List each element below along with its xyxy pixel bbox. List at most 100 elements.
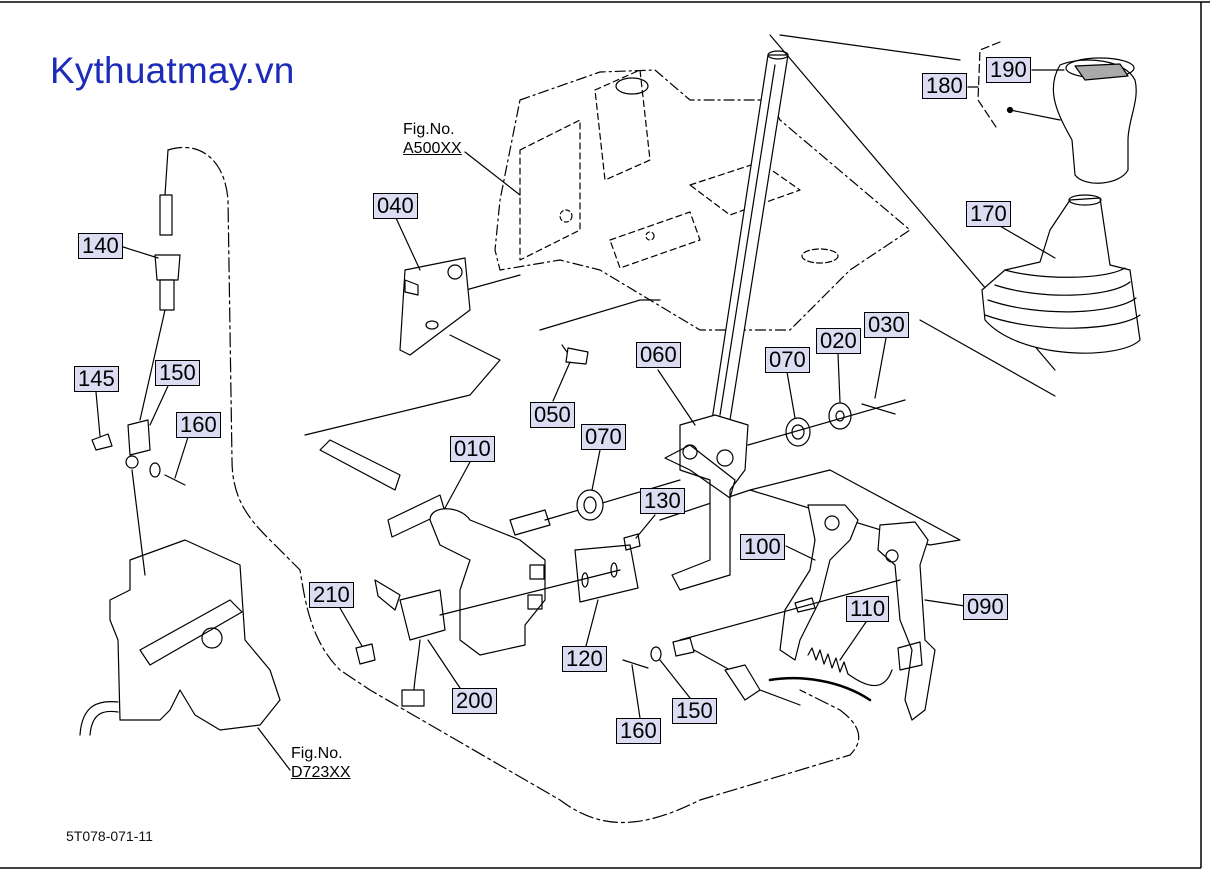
part-label: 070 — [765, 347, 810, 373]
callout-frame-right — [659, 469, 961, 546]
switch-200-wire — [413, 639, 421, 691]
part-label: 145 — [74, 366, 119, 392]
cable-drop-line — [131, 469, 146, 576]
part-label: 170 — [966, 201, 1011, 227]
lever-100 — [779, 504, 859, 661]
watermark-text: Kythuatmay.vn — [50, 50, 295, 91]
figure-ref-top: Fig.No. A500XX — [403, 120, 462, 158]
leader-070-right — [786, 371, 796, 419]
shift-lever-top — [767, 50, 789, 60]
shaft-010-bolt-1 — [529, 564, 545, 580]
panel-slot-2 — [609, 211, 701, 269]
bracket-180 — [977, 41, 1001, 131]
bolt-050 — [565, 347, 589, 365]
panel-body-outline — [494, 69, 911, 331]
panel-hole-small-2 — [645, 231, 655, 241]
part-label: 200 — [452, 688, 497, 714]
leader-170 — [999, 225, 1056, 259]
bracket-040-hole — [447, 264, 463, 280]
axis-line-right — [747, 399, 906, 446]
bushing-070-right — [785, 417, 811, 447]
transmission-pipe — [79, 701, 119, 736]
figure-ref-bottom-line1: Fig.No. — [291, 745, 343, 762]
cable-axis-bottom — [679, 579, 901, 641]
leader-210 — [339, 607, 363, 647]
leader-100 — [785, 545, 816, 561]
spring-110-hook — [847, 669, 893, 687]
washer-020-inner — [835, 410, 845, 422]
panel-slot-1 — [689, 161, 801, 216]
shaft-010-tube — [509, 509, 551, 536]
bolt-210 — [355, 643, 376, 665]
shift-lever-ridge — [719, 64, 776, 416]
bracket-040 — [399, 257, 471, 356]
leader-030 — [874, 337, 887, 399]
leader-010 — [444, 461, 471, 509]
cable-end-150 — [672, 637, 695, 657]
switch-200-axis — [439, 569, 621, 616]
part-label: 050 — [530, 402, 575, 428]
leader-145 — [95, 391, 101, 437]
extension-line-e — [919, 319, 1056, 397]
lever-bracket-pin — [664, 444, 736, 499]
cable-route-line — [167, 146, 860, 823]
transmission-lead — [257, 727, 291, 771]
cable-tube-bottom — [759, 689, 801, 706]
cable-140-sleeve — [159, 194, 173, 236]
switch-200-body — [399, 589, 446, 641]
leader-160-left — [174, 436, 189, 479]
part-label: 180 — [922, 73, 967, 99]
part-label: 160 — [176, 412, 221, 438]
transmission-pipe-2 — [89, 710, 119, 736]
part-label: 010 — [450, 436, 495, 462]
bolt-050-shank — [561, 344, 568, 353]
cable-end-block — [127, 419, 151, 456]
lever-100-hole — [824, 515, 840, 531]
bushing-070-center — [576, 489, 604, 521]
lever-090-hole — [885, 549, 899, 563]
plate-120-slot-2 — [610, 562, 618, 578]
panel-inner-rect — [519, 119, 581, 261]
axis-line-center — [544, 479, 681, 521]
figure-ref-bottom: Fig.No. D723XX — [291, 744, 351, 782]
part-label: 090 — [963, 594, 1008, 620]
part-label: 210 — [309, 582, 354, 608]
part-label: 160 — [616, 718, 661, 744]
leader-050 — [552, 361, 571, 402]
cable-140-collar — [154, 254, 181, 281]
part-label: 060 — [636, 342, 681, 368]
pin-160-left — [164, 474, 186, 486]
shaft-010-bolt-2 — [527, 594, 543, 610]
boot-170-top — [1068, 194, 1102, 206]
leader-070-center — [591, 449, 601, 491]
pin-030 — [861, 403, 896, 415]
leader-040 — [395, 217, 421, 271]
lever-bracket-hole-2 — [716, 449, 734, 467]
bracket-040-tab — [404, 279, 419, 296]
lever-090-tab — [897, 641, 923, 671]
figure-ref-top-line1: Fig.No. — [403, 121, 455, 138]
callout-frame-left — [304, 334, 501, 436]
cable-140-line — [164, 149, 169, 196]
washer-150-left — [149, 462, 161, 478]
leader-020 — [837, 353, 841, 403]
document-code: 5T078-071-11 — [66, 828, 153, 844]
cable-end-ring — [125, 455, 139, 469]
spring-110 — [807, 647, 849, 675]
shaft-010 — [319, 439, 401, 491]
boot-170-ridge-1 — [1004, 267, 1126, 278]
leader-110 — [839, 621, 867, 661]
bracket-040-slot — [425, 320, 439, 330]
part-label: 070 — [581, 424, 626, 450]
part-label: 150 — [155, 360, 200, 386]
panel-top-knob — [615, 77, 649, 95]
boot-170-ridge-2 — [994, 281, 1131, 296]
leader-160-bottom — [631, 664, 641, 719]
part-label: 120 — [562, 646, 607, 672]
leader-150-bottom — [659, 659, 691, 699]
boot-170 — [981, 197, 1141, 354]
extension-line-f — [779, 34, 961, 61]
knob-190-cap — [1074, 63, 1129, 81]
panel-hole-small-1 — [559, 209, 573, 223]
knob-190-dot — [1006, 106, 1014, 114]
